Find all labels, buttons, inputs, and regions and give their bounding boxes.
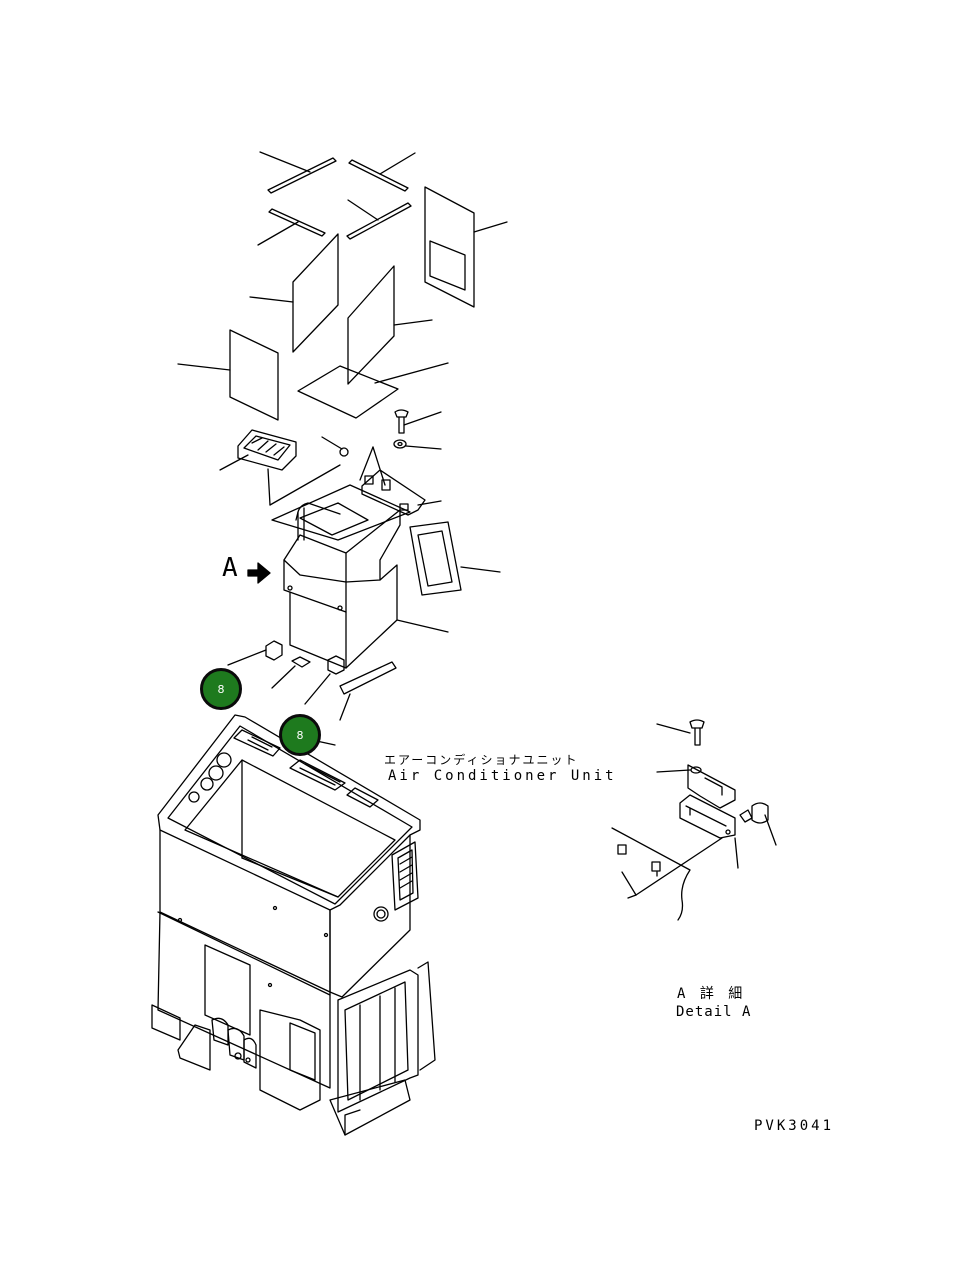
duct-top (271, 484, 411, 541)
gasket-frame (409, 521, 501, 596)
callout-bubble-2[interactable]: 8 (279, 714, 321, 756)
drawing-code: PVK3041 (754, 1118, 835, 1134)
plate (297, 362, 449, 419)
register-vent (219, 429, 297, 471)
detail-label-english: Detail A (676, 1004, 752, 1020)
detail-a (611, 719, 777, 921)
filter-strip-2 (348, 152, 416, 192)
view-arrow-icon (247, 562, 271, 584)
grommet (267, 436, 386, 506)
bolt (394, 409, 442, 434)
panel-3 (177, 329, 279, 421)
filter-element-frame (424, 186, 508, 308)
detail-label-japanese: A 詳 細 (677, 986, 746, 1002)
filter-strip-3 (257, 208, 326, 246)
title-english: Air Conditioner Unit (388, 768, 617, 784)
filter-strip-1 (259, 151, 337, 194)
cushion-2 (271, 656, 311, 689)
duct-body (283, 509, 449, 669)
title-japanese: エアーコンディショナユニット (384, 753, 579, 767)
filter-strip-4 (346, 199, 412, 240)
console-unit (151, 714, 436, 1136)
view-marker-label: A (222, 553, 238, 583)
bracket-top (361, 469, 442, 516)
washer (393, 439, 442, 450)
callout-bubble-1[interactable]: 8 (200, 668, 242, 710)
cushion-3 (304, 655, 345, 705)
foam-strip (339, 661, 397, 721)
cushion-1 (227, 640, 283, 666)
panel-2 (347, 265, 433, 385)
panel-1 (249, 233, 339, 353)
